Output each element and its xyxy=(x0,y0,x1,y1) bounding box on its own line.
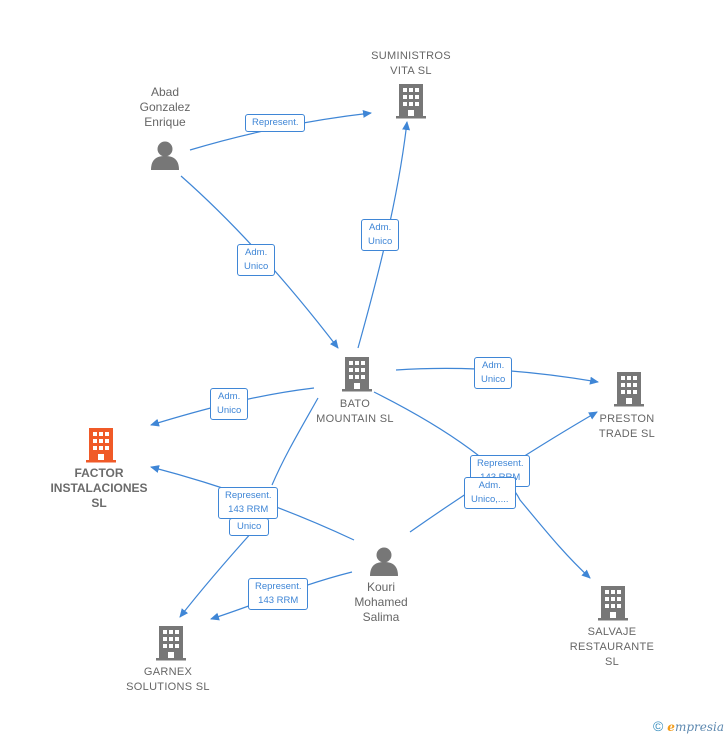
edge-label-bato-preston[interactable]: Adm. Unico xyxy=(474,357,513,389)
node-label-garnex[interactable]: GARNEX SOLUTIONS SL xyxy=(126,666,210,693)
node-label-suministros[interactable]: SUMINISTROS VITA SL xyxy=(371,50,451,77)
building-icon-salvaje[interactable] xyxy=(598,586,628,621)
building-icon-preston[interactable] xyxy=(614,372,644,407)
edge-label-kouri-garnex[interactable]: Represent. 143 RRM xyxy=(248,578,309,610)
footer-brand: ©empresia xyxy=(653,718,724,734)
edge-label-abad-suministros[interactable]: Represent. xyxy=(245,114,306,132)
edge-label-abad-bato[interactable]: Adm. Unico xyxy=(237,244,276,276)
node-label-abad[interactable]: Abad Gonzalez Enrique xyxy=(139,85,191,129)
person-icon-kouri[interactable] xyxy=(370,547,398,577)
building-icon-garnex[interactable] xyxy=(156,626,186,661)
edge-label-kouri-garnex-unico[interactable]: Unico xyxy=(229,518,270,536)
node-label-salvaje[interactable]: SALVAJE RESTAURANTE SL xyxy=(569,626,655,668)
brand-logo: empresia xyxy=(667,720,724,734)
edge-label-kouri-salvaje[interactable]: Adm. Unico,.... xyxy=(464,477,516,509)
node-label-preston[interactable]: PRESTON TRADE SL xyxy=(598,413,656,440)
person-icon-abad[interactable] xyxy=(151,141,179,171)
edge-bato-salvaje xyxy=(373,391,591,579)
edge-label-bato-suministros[interactable]: Adm. Unico xyxy=(361,219,400,251)
node-label-factor[interactable]: FACTOR INSTALACIONES SL xyxy=(50,466,148,510)
copyright-icon: © xyxy=(652,718,664,734)
building-icon-factor[interactable] xyxy=(86,428,116,463)
building-icon-suministros[interactable] xyxy=(396,84,426,119)
node-label-bato[interactable]: BATO MOUNTAIN SL xyxy=(316,398,394,425)
edge-label-bato-factor[interactable]: Adm. Unico xyxy=(210,388,249,420)
node-label-kouri[interactable]: Kouri Mohamed Salima xyxy=(354,580,408,624)
edge-label-kouri-factor[interactable]: Represent. 143 RRM xyxy=(218,487,279,519)
edge-bato-kouri xyxy=(271,397,319,486)
building-icon-bato[interactable] xyxy=(342,357,372,392)
